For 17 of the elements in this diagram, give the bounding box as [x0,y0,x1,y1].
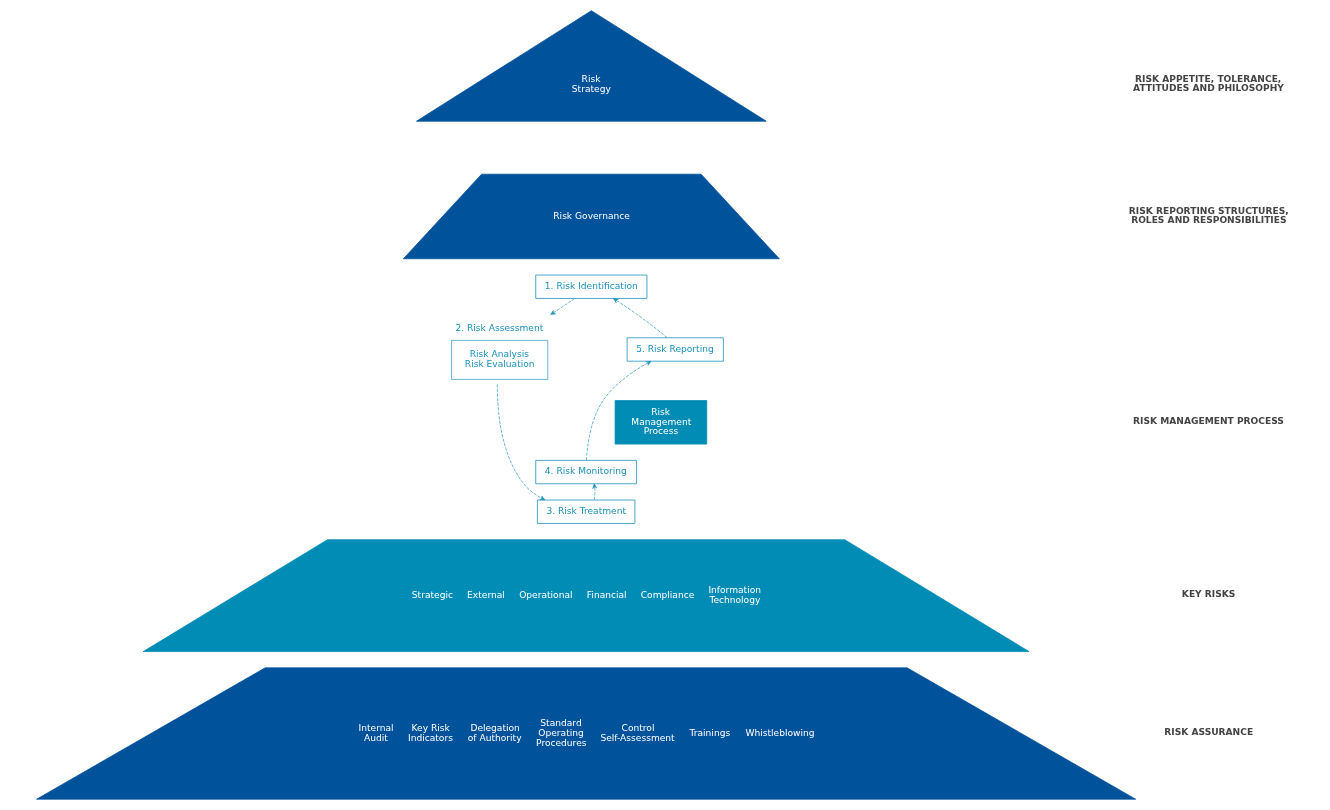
label: RISK APPETITE, TOLERANCE, ATTITUDES AND PHILOSOPHY [1133,73,1284,94]
label: RISK REPORTING STRUCTURES, ROLES AND RESPONSIBILITIES [1128,206,1289,226]
node-box: 5. Risk Reporting [626,337,724,362]
label: RISK MANAGEMENT PROCESS [1133,416,1284,427]
label: RISK ASSURANCE [1164,727,1254,738]
node-box: 1. Risk Identification [535,274,648,299]
arrow [592,483,598,501]
node-box: 4. Risk Monitoring [535,460,637,485]
arrow [497,384,546,501]
node-box: 3. Risk Treatment [537,499,636,524]
label: KEY RISKS [1181,589,1236,600]
arrow [586,360,652,461]
node-label: 2. Risk Assessment [455,323,544,334]
arrow [550,298,576,315]
node-box: Risk Analysis Risk Evaluation [451,340,549,380]
node-box: Risk Management Process [614,400,708,445]
arrow [613,298,668,338]
